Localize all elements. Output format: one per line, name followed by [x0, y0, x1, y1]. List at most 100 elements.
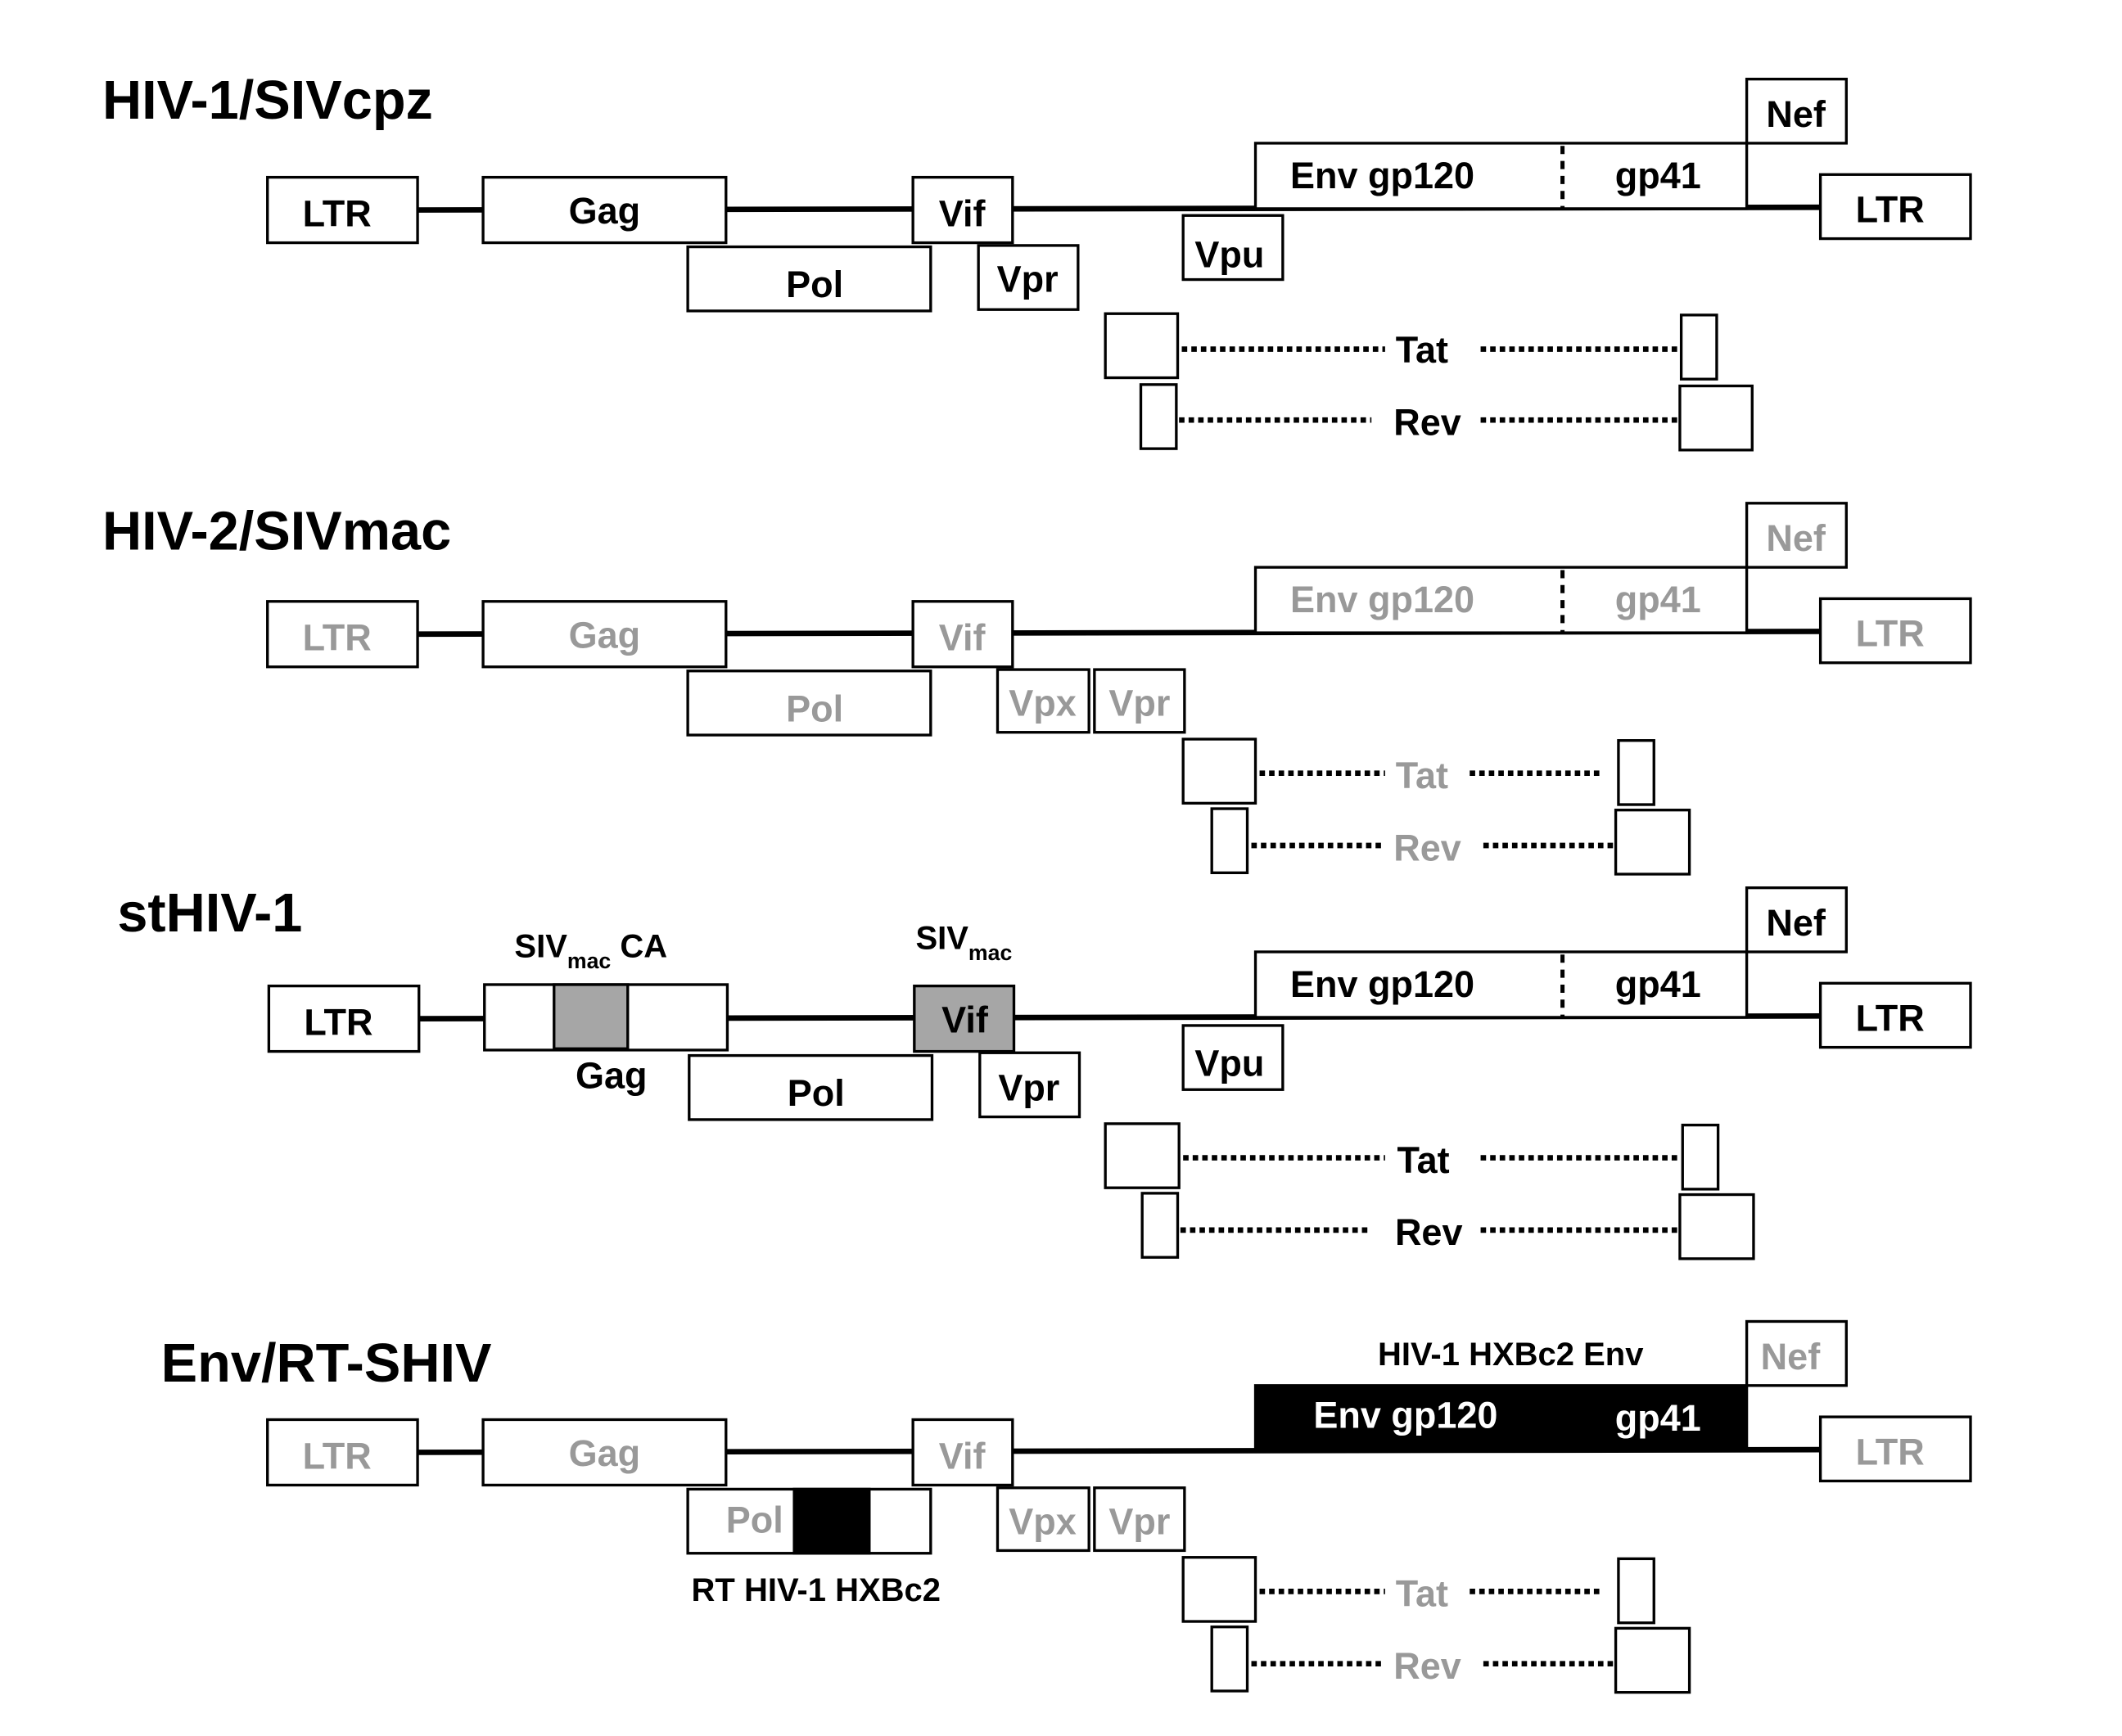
gene-tat-exon2 — [1617, 739, 1655, 806]
gag-ca-siv-segment — [553, 983, 630, 1050]
gene-ltr-5 — [266, 175, 419, 245]
gene-tat-exon2 — [1617, 1557, 1655, 1625]
gene-ltr-3 — [1818, 173, 1972, 241]
gene-tat-exon2 — [1681, 1123, 1720, 1191]
gene-label: LTR — [1856, 998, 1925, 1039]
gene-label: Vif — [939, 617, 987, 659]
gene-label: Vpr — [997, 259, 1059, 300]
gene-rev-exon2 — [1678, 384, 1754, 452]
gene-ltr-5 — [267, 984, 421, 1053]
gene-label: Vif — [939, 1435, 987, 1477]
gene-rev-exon1 — [1140, 1192, 1180, 1259]
gene-nef — [1745, 502, 1848, 569]
gene-vpu — [1181, 214, 1284, 282]
genome-sthiv1: stHIV-1 SIVmac CA SIVmac LTR Gag Pol Vif… — [117, 883, 1972, 1260]
gene-label: Tat — [1397, 1139, 1449, 1181]
gene-label: Rev — [1395, 1211, 1463, 1253]
gene-label: Tat — [1396, 1573, 1448, 1615]
gene-label: gp41 — [1615, 1397, 1701, 1439]
pol-rt-hiv1-segment — [792, 1487, 871, 1555]
gene-label: Pol — [786, 688, 843, 729]
gene-gag — [481, 600, 728, 669]
ca-annotation: SIVmac CA — [514, 929, 667, 973]
gene-env-hiv1 — [1253, 1384, 1749, 1453]
gene-label: Pol — [786, 264, 843, 305]
gene-label: gp41 — [1615, 579, 1701, 620]
gene-rev-exon2 — [1614, 809, 1691, 876]
gene-label: Vif — [941, 999, 989, 1040]
gene-vif — [911, 1418, 1014, 1487]
gene-nef — [1745, 1319, 1848, 1387]
gene-tat-exon1 — [1181, 1556, 1257, 1623]
gene-label: Vpr — [1108, 1500, 1170, 1542]
gene-vpr — [1093, 1486, 1186, 1553]
gene-tat-exon1 — [1104, 312, 1180, 380]
gene-vpr — [1093, 668, 1186, 734]
gene-label: LTR — [1856, 189, 1925, 231]
genome-title: stHIV-1 — [117, 883, 302, 944]
gene-label: gp41 — [1615, 963, 1701, 1005]
gene-pol — [686, 670, 932, 737]
gene-vif — [911, 600, 1014, 669]
env-annotation: HIV-1 HXBc2 Env — [1378, 1337, 1644, 1373]
gene-vpx — [996, 668, 1090, 734]
genome-title: Env/RT-SHIV — [161, 1333, 492, 1394]
gene-label: Rev — [1393, 402, 1461, 444]
gene-label: LTR — [303, 193, 372, 235]
gene-label: Tat — [1396, 329, 1448, 371]
gene-label: Env gp120 — [1290, 579, 1474, 620]
gene-label: Nef — [1766, 902, 1826, 944]
gene-env — [1253, 950, 1749, 1019]
gene-label: Gag — [569, 1432, 641, 1474]
genome-hiv1: HIV-1/SIVcpz LTR Gag Pol Vif Vpr Vpu Env… — [102, 70, 1972, 452]
gene-label: Pol — [726, 1499, 783, 1541]
gene-label: Env gp120 — [1290, 963, 1474, 1005]
gene-pol — [686, 245, 932, 313]
gene-ltr-3 — [1818, 981, 1972, 1049]
gene-label: Tat — [1396, 755, 1448, 796]
gene-label: Vif — [939, 193, 987, 235]
gene-label: Gag — [569, 614, 641, 656]
gene-vpr — [977, 244, 1080, 311]
gene-label: Nef — [1766, 517, 1826, 559]
gene-label: Env gp120 — [1313, 1394, 1497, 1436]
gene-label: Env gp120 — [1290, 155, 1474, 196]
gene-nef — [1745, 886, 1848, 954]
gene-rev-exon1 — [1210, 807, 1249, 874]
gene-label: LTR — [1856, 1431, 1925, 1472]
gene-label: Nef — [1761, 1336, 1822, 1378]
gene-rev-exon1 — [1139, 383, 1178, 450]
gene-env — [1253, 566, 1749, 634]
gene-label: Vpu — [1194, 234, 1264, 276]
gene-vpu — [1181, 1024, 1284, 1091]
gene-label: Vpu — [1194, 1043, 1264, 1084]
gene-label: LTR — [304, 1002, 372, 1044]
gene-vpr — [978, 1051, 1081, 1119]
gene-ltr-5 — [266, 600, 419, 669]
gene-rev-exon2 — [1614, 1626, 1691, 1694]
gene-env — [1253, 142, 1749, 210]
gene-label: Gag — [576, 1055, 648, 1097]
gene-vif-siv — [913, 984, 1016, 1053]
gene-rev-exon2 — [1678, 1193, 1755, 1260]
gene-tat-exon2 — [1679, 313, 1718, 381]
gene-label: Rev — [1393, 1645, 1461, 1687]
gene-label: Pol — [788, 1072, 845, 1114]
gene-label: LTR — [303, 617, 372, 659]
genome-shiv: Env/RT-SHIV HIV-1 HXBc2 Env LTR Gag Pol … — [161, 1319, 1972, 1694]
rt-annotation: RT HIV-1 HXBc2 — [692, 1572, 941, 1608]
genome-title: HIV-1/SIVcpz — [102, 70, 433, 131]
genome-title: HIV-2/SIVmac — [102, 501, 451, 561]
gene-label: Vpr — [1108, 683, 1170, 724]
genome-hiv2: HIV-2/SIVmac LTR Gag Pol Vif Vpx Vpr Env… — [102, 501, 1972, 876]
gene-vif — [911, 175, 1014, 245]
gene-rev-exon1 — [1210, 1626, 1249, 1693]
gene-ltr-3 — [1818, 597, 1972, 665]
gene-label: Vpr — [998, 1067, 1059, 1109]
gene-tat-exon1 — [1104, 1122, 1181, 1189]
gene-label: Rev — [1393, 827, 1461, 868]
gene-nef — [1745, 77, 1848, 145]
gene-ltr-3 — [1818, 1415, 1972, 1483]
gene-pol — [688, 1053, 934, 1121]
